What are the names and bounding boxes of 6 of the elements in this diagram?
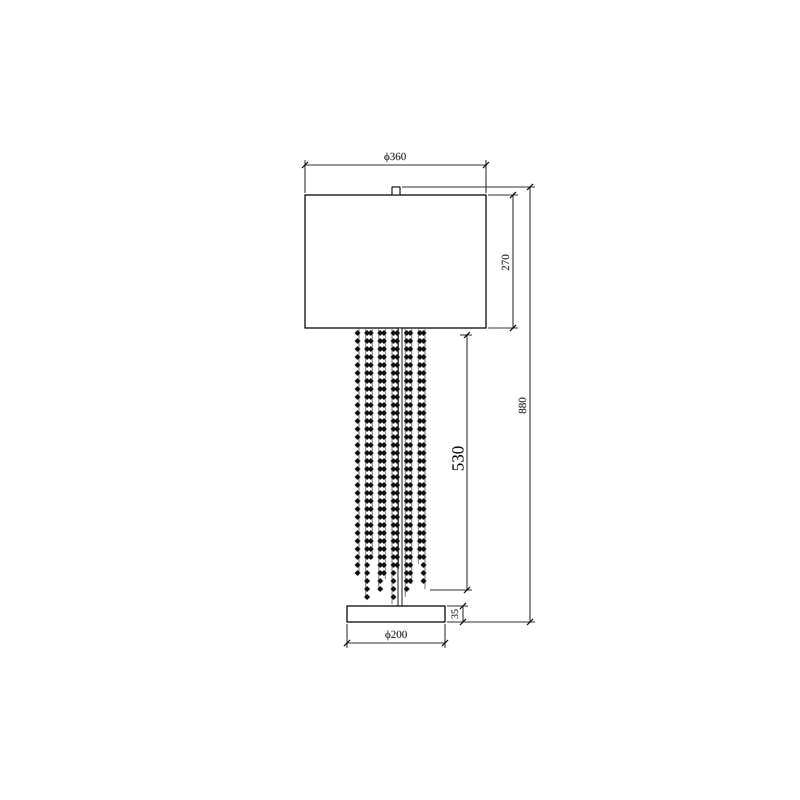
dimension-label: 270 <box>500 254 512 270</box>
dimension-label: 35 <box>451 609 461 619</box>
dimension-label: ϕ200 <box>385 630 408 640</box>
dimension-label: ϕ360 <box>384 152 406 162</box>
dimension-label: 530 <box>449 445 466 471</box>
dimension-label: 880 <box>517 396 528 414</box>
